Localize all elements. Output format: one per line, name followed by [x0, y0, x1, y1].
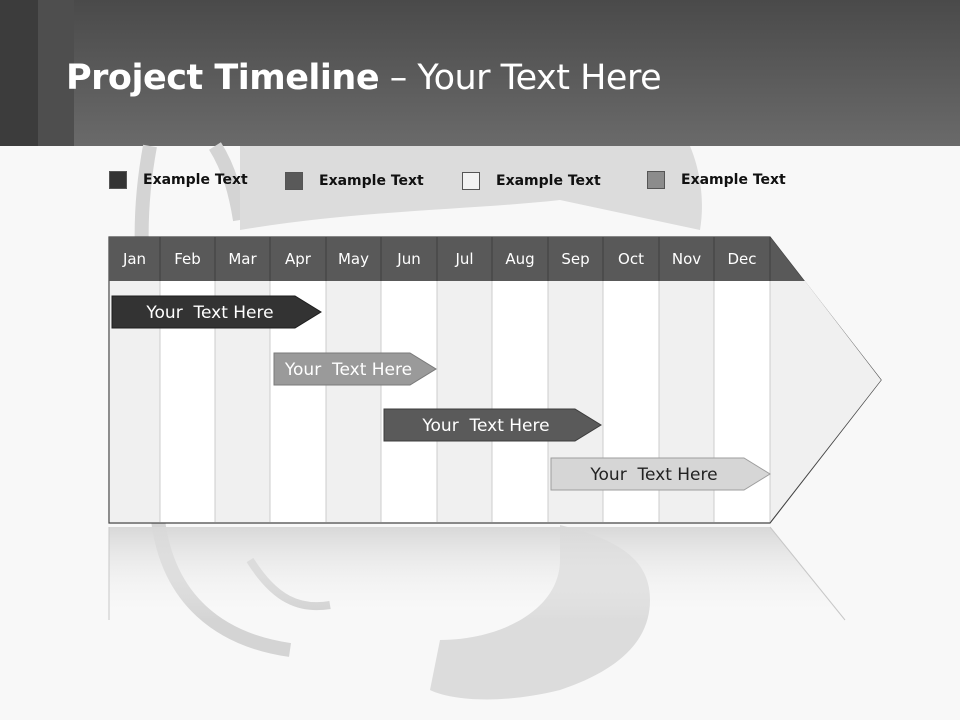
task-bar-label: Your Text Here: [284, 359, 413, 380]
page-title: Project Timeline – Your Text Here: [66, 58, 662, 98]
task-bar-shape: [273, 352, 437, 386]
month-label: Sep: [561, 250, 590, 268]
legend-item: Example Text: [285, 172, 424, 190]
legend-swatch: [285, 172, 303, 190]
month-label: May: [337, 250, 369, 268]
legend-swatch: [109, 171, 127, 189]
month-label: Nov: [671, 250, 702, 268]
timeline-reflection: [109, 527, 845, 620]
month-label: Apr: [285, 250, 311, 268]
month-label: Mar: [228, 250, 257, 268]
month-header-bar: [109, 237, 804, 281]
legend-label: Example Text: [681, 172, 786, 188]
legend-swatch: [462, 172, 480, 190]
legend-label: Example Text: [496, 173, 601, 189]
task-bar-label: Your Text Here: [146, 302, 274, 323]
month-label: Dec: [727, 250, 757, 268]
title-bold: Project Timeline: [66, 58, 380, 98]
task-bar-shape: [111, 295, 322, 329]
header-banner: Project Timeline – Your Text Here: [0, 0, 960, 146]
task-bar-label: Your Text Here: [590, 464, 718, 485]
task-bar-shape: [383, 408, 602, 442]
legend-swatch: [647, 171, 665, 189]
task-bar-shape: [550, 457, 771, 491]
legend-item: Example Text: [647, 171, 786, 189]
month-label: Oct: [618, 250, 644, 268]
header-dividers: [159, 237, 771, 281]
header-accent-strip: [38, 0, 74, 146]
month-label: Jul: [455, 250, 474, 268]
legend-item: Example Text: [462, 172, 601, 190]
legend-label: Example Text: [143, 172, 248, 188]
month-label: Jun: [397, 250, 421, 268]
header-accent-strip: [0, 0, 38, 146]
month-label: Jan: [122, 250, 147, 268]
month-label: Feb: [174, 250, 201, 268]
title-rest: – Your Text Here: [379, 58, 662, 98]
legend-label: Example Text: [319, 173, 424, 189]
month-label: Aug: [505, 250, 535, 268]
task-bar-label: Your Text Here: [422, 415, 550, 436]
legend-item: Example Text: [109, 171, 248, 189]
